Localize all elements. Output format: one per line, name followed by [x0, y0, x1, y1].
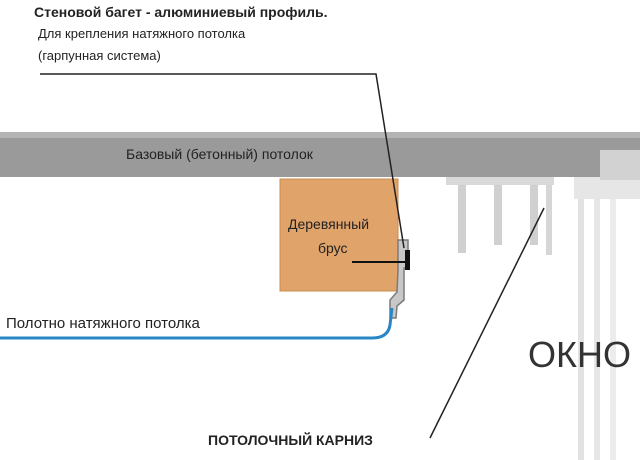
cornice-leader: [429, 207, 545, 439]
beam-label-line2: брус: [318, 240, 348, 256]
slab-label: Базовый (бетонный) потолок: [126, 146, 313, 162]
concrete-slab: [0, 132, 640, 177]
ceiling-cornice: [446, 177, 554, 255]
wooden-beam: [279, 178, 399, 292]
ceiling-canvas-line: [0, 307, 394, 340]
cornice-label: ПОТОЛОЧНЫЙ КАРНИЗ: [208, 432, 373, 448]
canvas-label: Полотно натяжного потолка: [6, 315, 200, 332]
beam-label-line1: Деревянный: [288, 216, 370, 232]
profile-leader: [40, 73, 405, 249]
window-frame: [574, 150, 640, 460]
diagram-title: Стеновой багет - алюминиевый профиль.: [34, 4, 328, 20]
window-label: ОКНО: [528, 334, 631, 375]
diagram-subtitle-line2: (гарпунная система): [38, 48, 161, 63]
slab-top-shade: [0, 132, 640, 138]
profile-screw: [405, 250, 410, 270]
diagram-subtitle-line1: Для крепления натяжного потолка: [38, 26, 246, 41]
